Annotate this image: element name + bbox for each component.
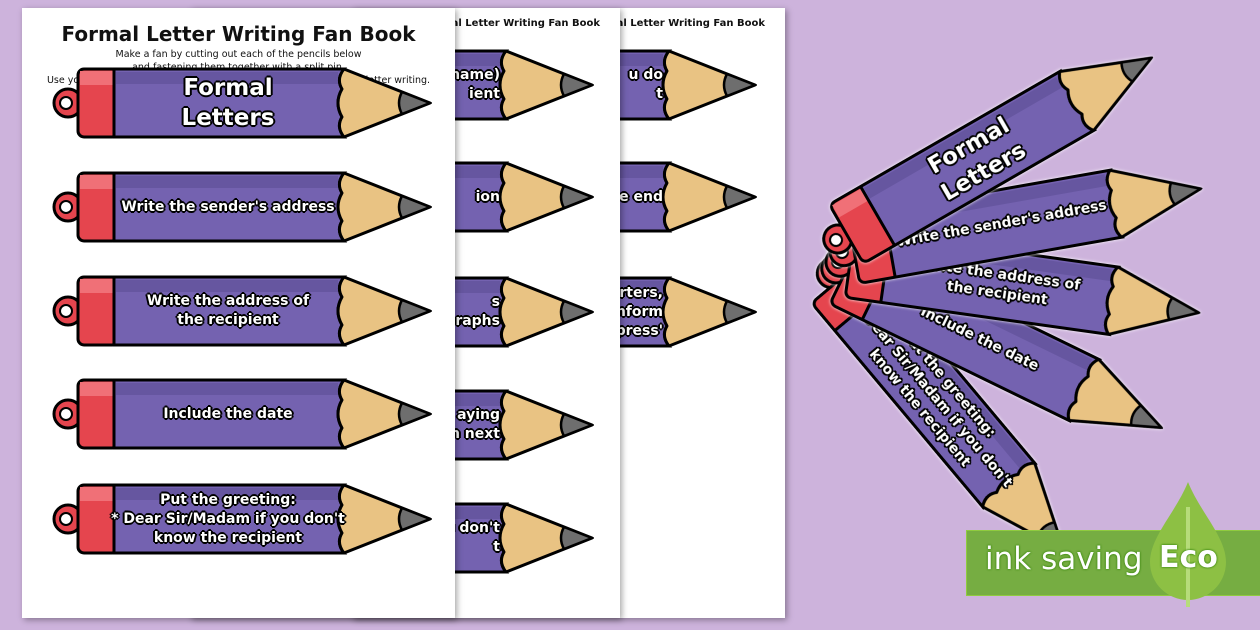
- pencil-icon: [822, 56, 1155, 263]
- pencil-label: e end: [439, 161, 667, 233]
- pencil-label: ion: [276, 161, 504, 233]
- pencil-label-line: Write the sender's address: [121, 198, 335, 215]
- pencil-label: Write the address of the recipient: [114, 275, 342, 347]
- pencil-icon: [52, 378, 432, 450]
- pencil-label-line: * Dear Sir/Madam if you don't: [111, 510, 345, 527]
- pencil-label-line: xpress': [606, 322, 663, 339]
- pencil-icon: [52, 171, 432, 243]
- pencil-label: Include the date: [114, 378, 342, 450]
- pencil-label: s raphs: [276, 276, 504, 348]
- pencil-icon: [52, 275, 432, 347]
- pencil-label-line: know the recipient: [153, 529, 303, 546]
- pencil-label-line: ion: [475, 188, 500, 205]
- pencil-label-line: Formal: [183, 75, 273, 101]
- page-header: Formal Letter Writing Fan Book: [587, 18, 765, 29]
- pencil-label-line: Write the address of: [146, 293, 310, 309]
- pencil-label-line: u do: [628, 67, 663, 83]
- eco-label: Eco: [1159, 540, 1218, 575]
- pencil-label-line: s: [491, 294, 500, 310]
- pencil-label-line: inform: [611, 303, 663, 320]
- pencil-card: Write the address of the recipient: [52, 275, 432, 347]
- pencil-label: rname) ient: [276, 49, 504, 121]
- pencil-card: Include the date: [52, 378, 432, 450]
- pencil-label: rters, inform xpress': [439, 276, 667, 348]
- pencil-card: Write the sender's address: [52, 171, 432, 243]
- pencil-label: u don't t: [276, 502, 504, 574]
- pencil-label-line: rname): [443, 67, 500, 83]
- pencil-label-line: t: [493, 539, 500, 555]
- pencil-label-line: e end: [619, 188, 663, 205]
- pencil-label: Put the greeting: * Dear Sir/Madam if you…: [111, 483, 345, 555]
- pencil-label-line: u don't: [444, 520, 500, 536]
- pencil-label-line: rters,: [619, 284, 663, 301]
- worksheet-page-1: Formal Letter Writing Fan Book Make a fa…: [22, 8, 455, 618]
- pencil-label: aying n next: [276, 389, 504, 461]
- pencil-icon: [52, 67, 432, 139]
- pencil-label-line: Put the greeting:: [160, 491, 296, 508]
- worksheet-title: Formal Letter Writing Fan Book: [61, 22, 416, 46]
- pencil-label-line: ient: [469, 86, 500, 102]
- pencil-label: u do t: [439, 49, 667, 121]
- leaf-icon: [1150, 482, 1226, 607]
- pencil-card: Put the greeting: * Dear Sir/Madam if you…: [52, 483, 432, 555]
- page-header: Formal Letter Writing Fan Book: [422, 18, 600, 29]
- ink-saving-label: ink saving: [985, 541, 1143, 577]
- pencil-label-line: t: [656, 86, 663, 102]
- pencil-label-line: n next: [449, 426, 500, 442]
- pencil-label-line: raphs: [455, 313, 500, 329]
- pencil-label-line: aying: [457, 407, 500, 423]
- pencil-label-line: the recipient: [177, 312, 279, 328]
- pencil-label-line: Include the date: [163, 405, 293, 422]
- pencil-label: Write the sender's address: [114, 171, 342, 243]
- pencil-icon: [52, 483, 432, 555]
- pencil-label-line: Letters: [181, 105, 275, 131]
- instruction-line: Make a fan by cutting out each of the pe…: [115, 49, 362, 60]
